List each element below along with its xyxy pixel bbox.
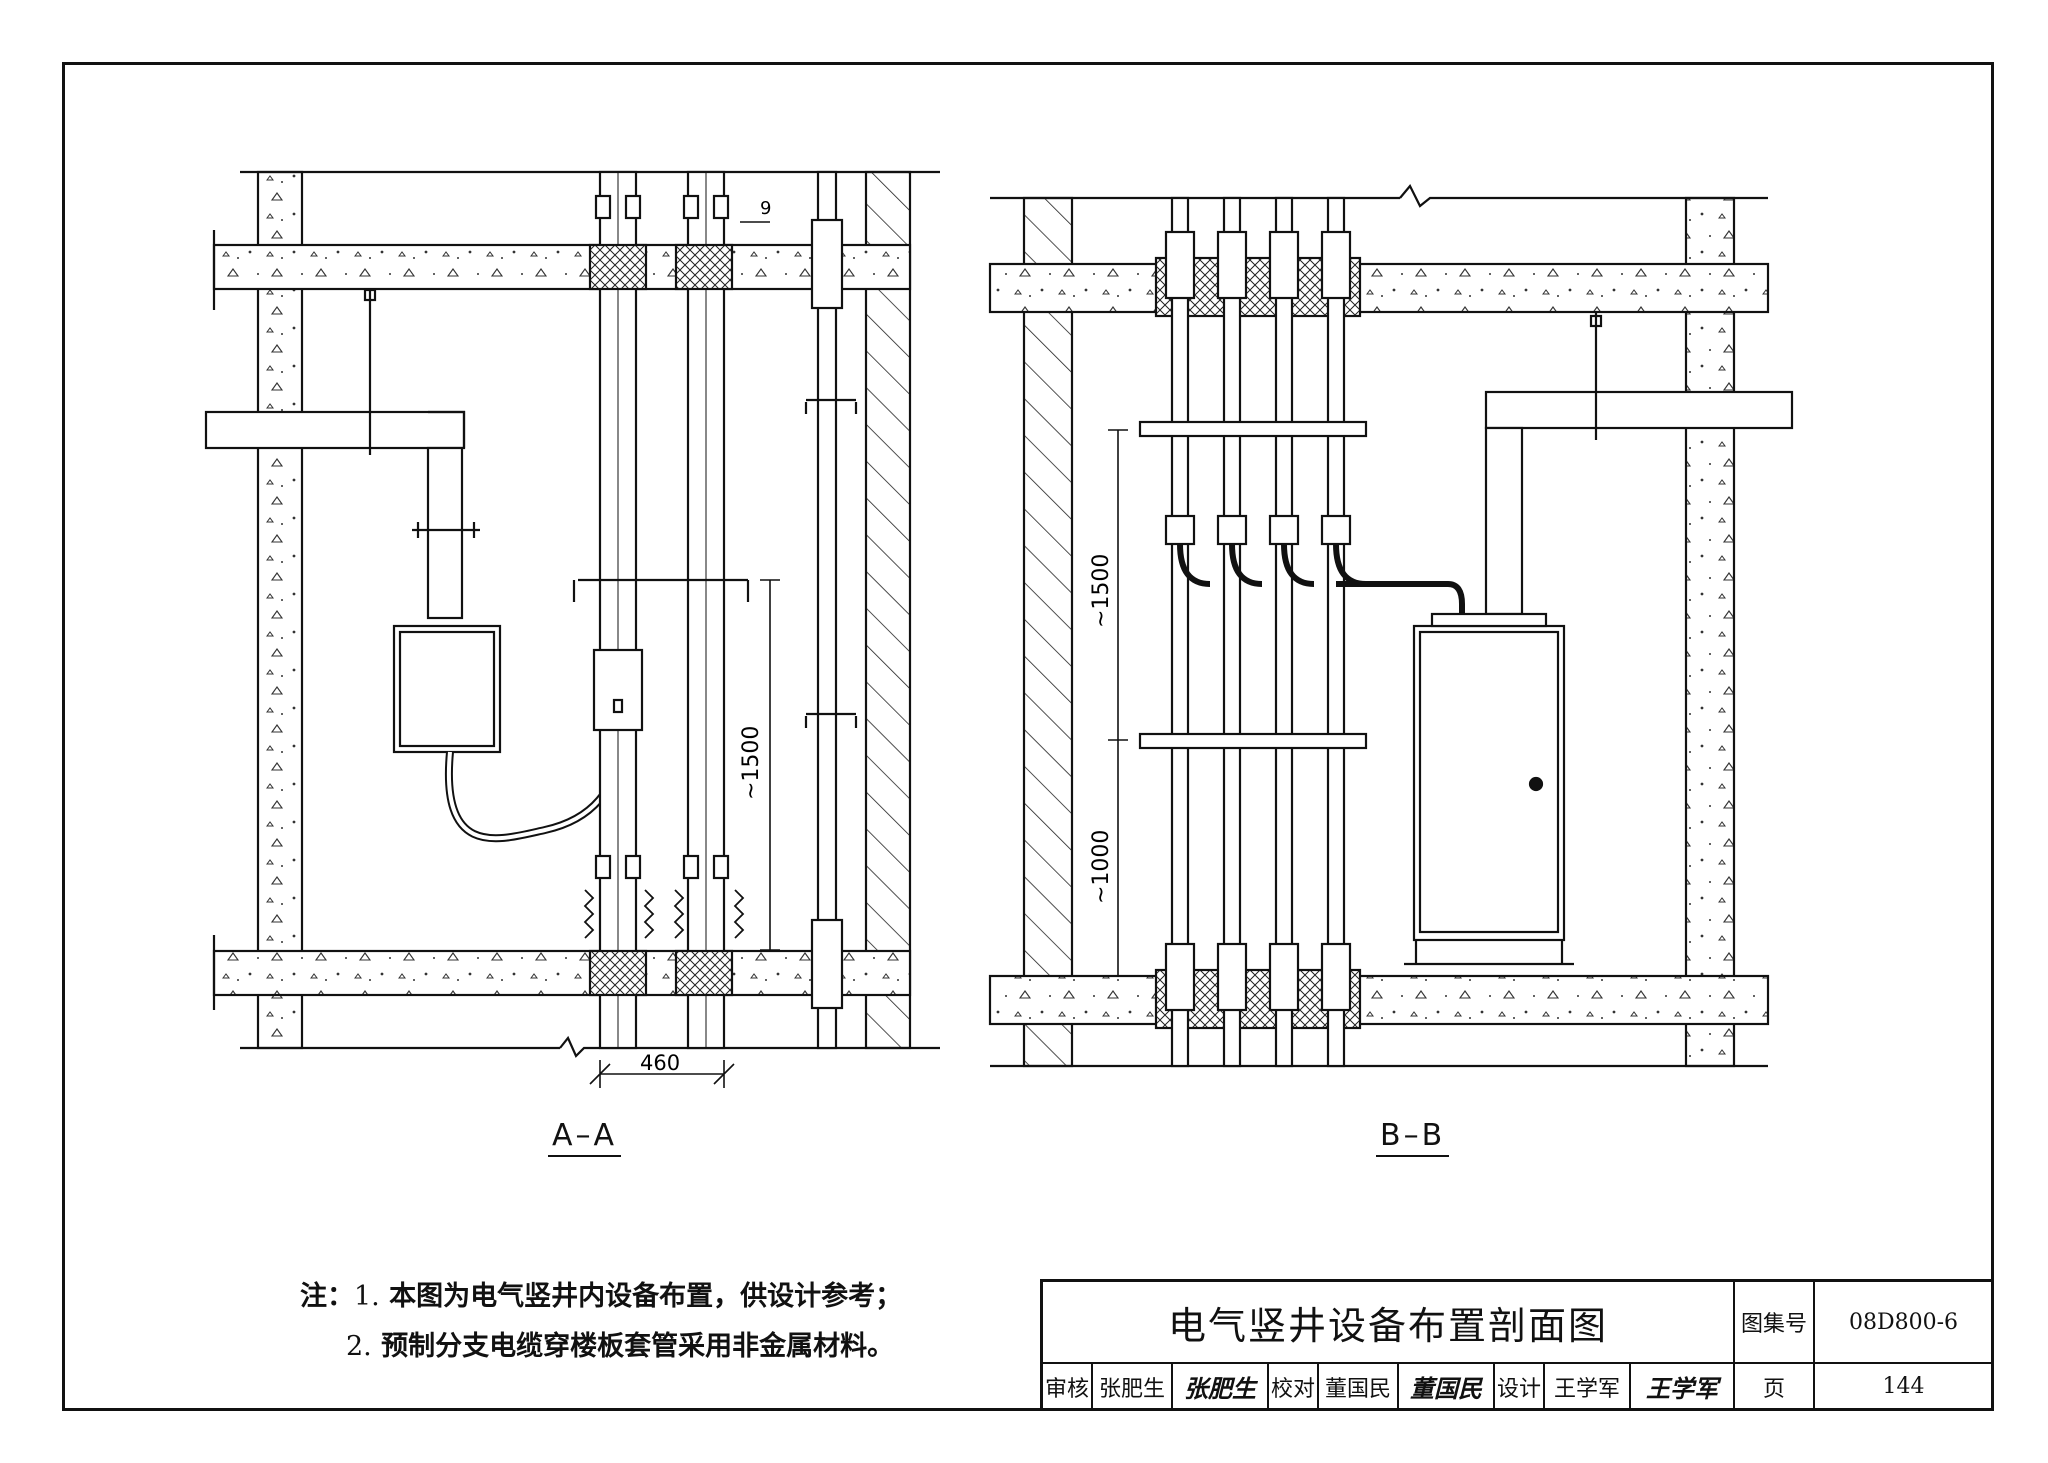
- upper-slab-b: [988, 262, 1770, 314]
- dim-1500-a: ~1500: [739, 726, 764, 800]
- lower-slab-a: [212, 949, 912, 997]
- cable-bracket-upper-b: [1138, 420, 1368, 438]
- atlas-no-label: 图集号: [1735, 1282, 1815, 1364]
- atlas-no: 08D800-6: [1815, 1282, 1994, 1364]
- designer: 王学军: [1545, 1364, 1631, 1411]
- note-1: 注：1. 本图为电气竖井内设备布置，供设计参考；: [300, 1272, 902, 1322]
- left-wall-a: [256, 170, 304, 1050]
- designer-signature: 王学军: [1631, 1364, 1735, 1411]
- dim-460-a: 460: [640, 1051, 680, 1075]
- tray-riser-a: [426, 446, 464, 620]
- drawing-title: 电气竖井设备布置剖面图: [1043, 1282, 1735, 1364]
- plug-in-box-a: [592, 648, 644, 732]
- page-no: 144: [1815, 1364, 1994, 1411]
- title-block: 电气竖井设备布置剖面图 图集号 08D800-6 审核 张肥生 张肥生 校对 董…: [1040, 1279, 1994, 1411]
- notes-prefix: 注：: [300, 1281, 354, 1312]
- cable-bracket-lower-b: [1138, 732, 1368, 750]
- note-2: 2. 预制分支电缆穿楼板套管采用非金属材料。: [300, 1322, 902, 1372]
- reviewer-signature: 张肥生: [1173, 1364, 1269, 1411]
- reviewer: 张肥生: [1093, 1364, 1173, 1411]
- note-2-text: 预制分支电缆穿楼板套管采用非金属材料。: [381, 1331, 895, 1362]
- branch-cables-b: [1164, 196, 1465, 1068]
- page-label: 页: [1735, 1364, 1815, 1411]
- section-label-a: A–A: [548, 1118, 622, 1157]
- section-b-b: [988, 184, 1794, 1068]
- note-2-num: 2.: [346, 1331, 372, 1362]
- checker: 董国民: [1319, 1364, 1399, 1411]
- riser-pipe-a: [816, 170, 838, 1050]
- spring-supports-a: [583, 889, 745, 939]
- dim-1500-b: ~1500: [1089, 554, 1114, 628]
- tray-riser-b: [1484, 426, 1524, 616]
- left-wall-b: [1022, 196, 1074, 1068]
- design-label: 设计: [1495, 1364, 1545, 1411]
- distribution-box-a: [392, 624, 502, 754]
- checker-signature: 董国民: [1399, 1364, 1495, 1411]
- note-1-num: 1.: [354, 1281, 380, 1312]
- note-1-text: 本图为电气竖井内设备布置，供设计参考；: [389, 1281, 903, 1312]
- right-wall-a: [864, 170, 912, 1050]
- busway-clamps-a: [594, 194, 730, 880]
- review-label: 审核: [1043, 1364, 1093, 1411]
- upper-slab-a: [212, 243, 912, 291]
- dim-1000-b: ~1000: [1089, 830, 1114, 904]
- lower-slab-b: [988, 974, 1770, 1026]
- notes: 注：1. 本图为电气竖井内设备布置，供设计参考； 2. 预制分支电缆穿楼板套管采…: [300, 1272, 902, 1372]
- section-a-a: [204, 170, 940, 1088]
- dim-9-a: 9: [760, 198, 771, 219]
- cable-tray-b: [1484, 390, 1794, 430]
- check-label: 校对: [1269, 1364, 1319, 1411]
- drawing-frame: [62, 62, 1994, 1411]
- cable-tray-a: [204, 410, 466, 450]
- section-label-b: B–B: [1376, 1118, 1450, 1157]
